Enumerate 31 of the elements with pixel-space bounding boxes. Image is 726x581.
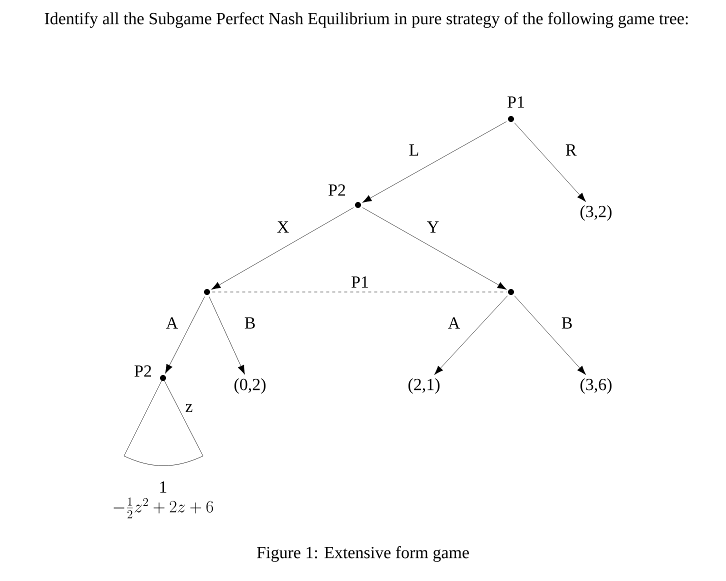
- player-label: P1: [508, 96, 524, 108]
- payoff-label: 1: [160, 481, 166, 493]
- payoff-label: (3,6): [580, 378, 612, 394]
- arrow: [514, 296, 586, 375]
- edge-label: B: [243, 316, 257, 330]
- figure-caption: Figure 1: Extensive form game: [257, 546, 469, 562]
- arrow: [362, 121, 507, 203]
- edge-label: R: [564, 143, 578, 157]
- decision-node: [204, 289, 210, 295]
- edge-label: A: [446, 316, 462, 330]
- decision-node: [508, 289, 514, 295]
- payoff-label: z: [186, 404, 192, 412]
- arrow: [211, 207, 354, 290]
- edge-label: A: [164, 316, 180, 330]
- player-label: P2: [134, 365, 152, 377]
- edge-label: Y: [426, 220, 440, 234]
- payoff-label: (3,2): [580, 205, 612, 221]
- payoff-label: (0,2): [234, 378, 266, 394]
- arrow: [362, 207, 507, 290]
- edge-label: P1: [350, 275, 370, 289]
- arrow: [165, 296, 205, 374]
- player-label: P2: [328, 184, 346, 196]
- arrow: [434, 296, 508, 375]
- edge-label: L: [408, 143, 420, 157]
- arrow: [208, 296, 245, 375]
- edge-label: X: [276, 220, 290, 234]
- payoff-label: (2,1): [408, 378, 440, 394]
- arrow: [514, 122, 586, 202]
- edge-label: B: [560, 316, 574, 330]
- payoff-formula: $-\frac{1}{2}z^2+2z+6$: [114, 498, 214, 518]
- question-text: Identify all the Subgame Perfect Nash Equilibrium in pure strategy of the following game tree:: [44, 12, 688, 28]
